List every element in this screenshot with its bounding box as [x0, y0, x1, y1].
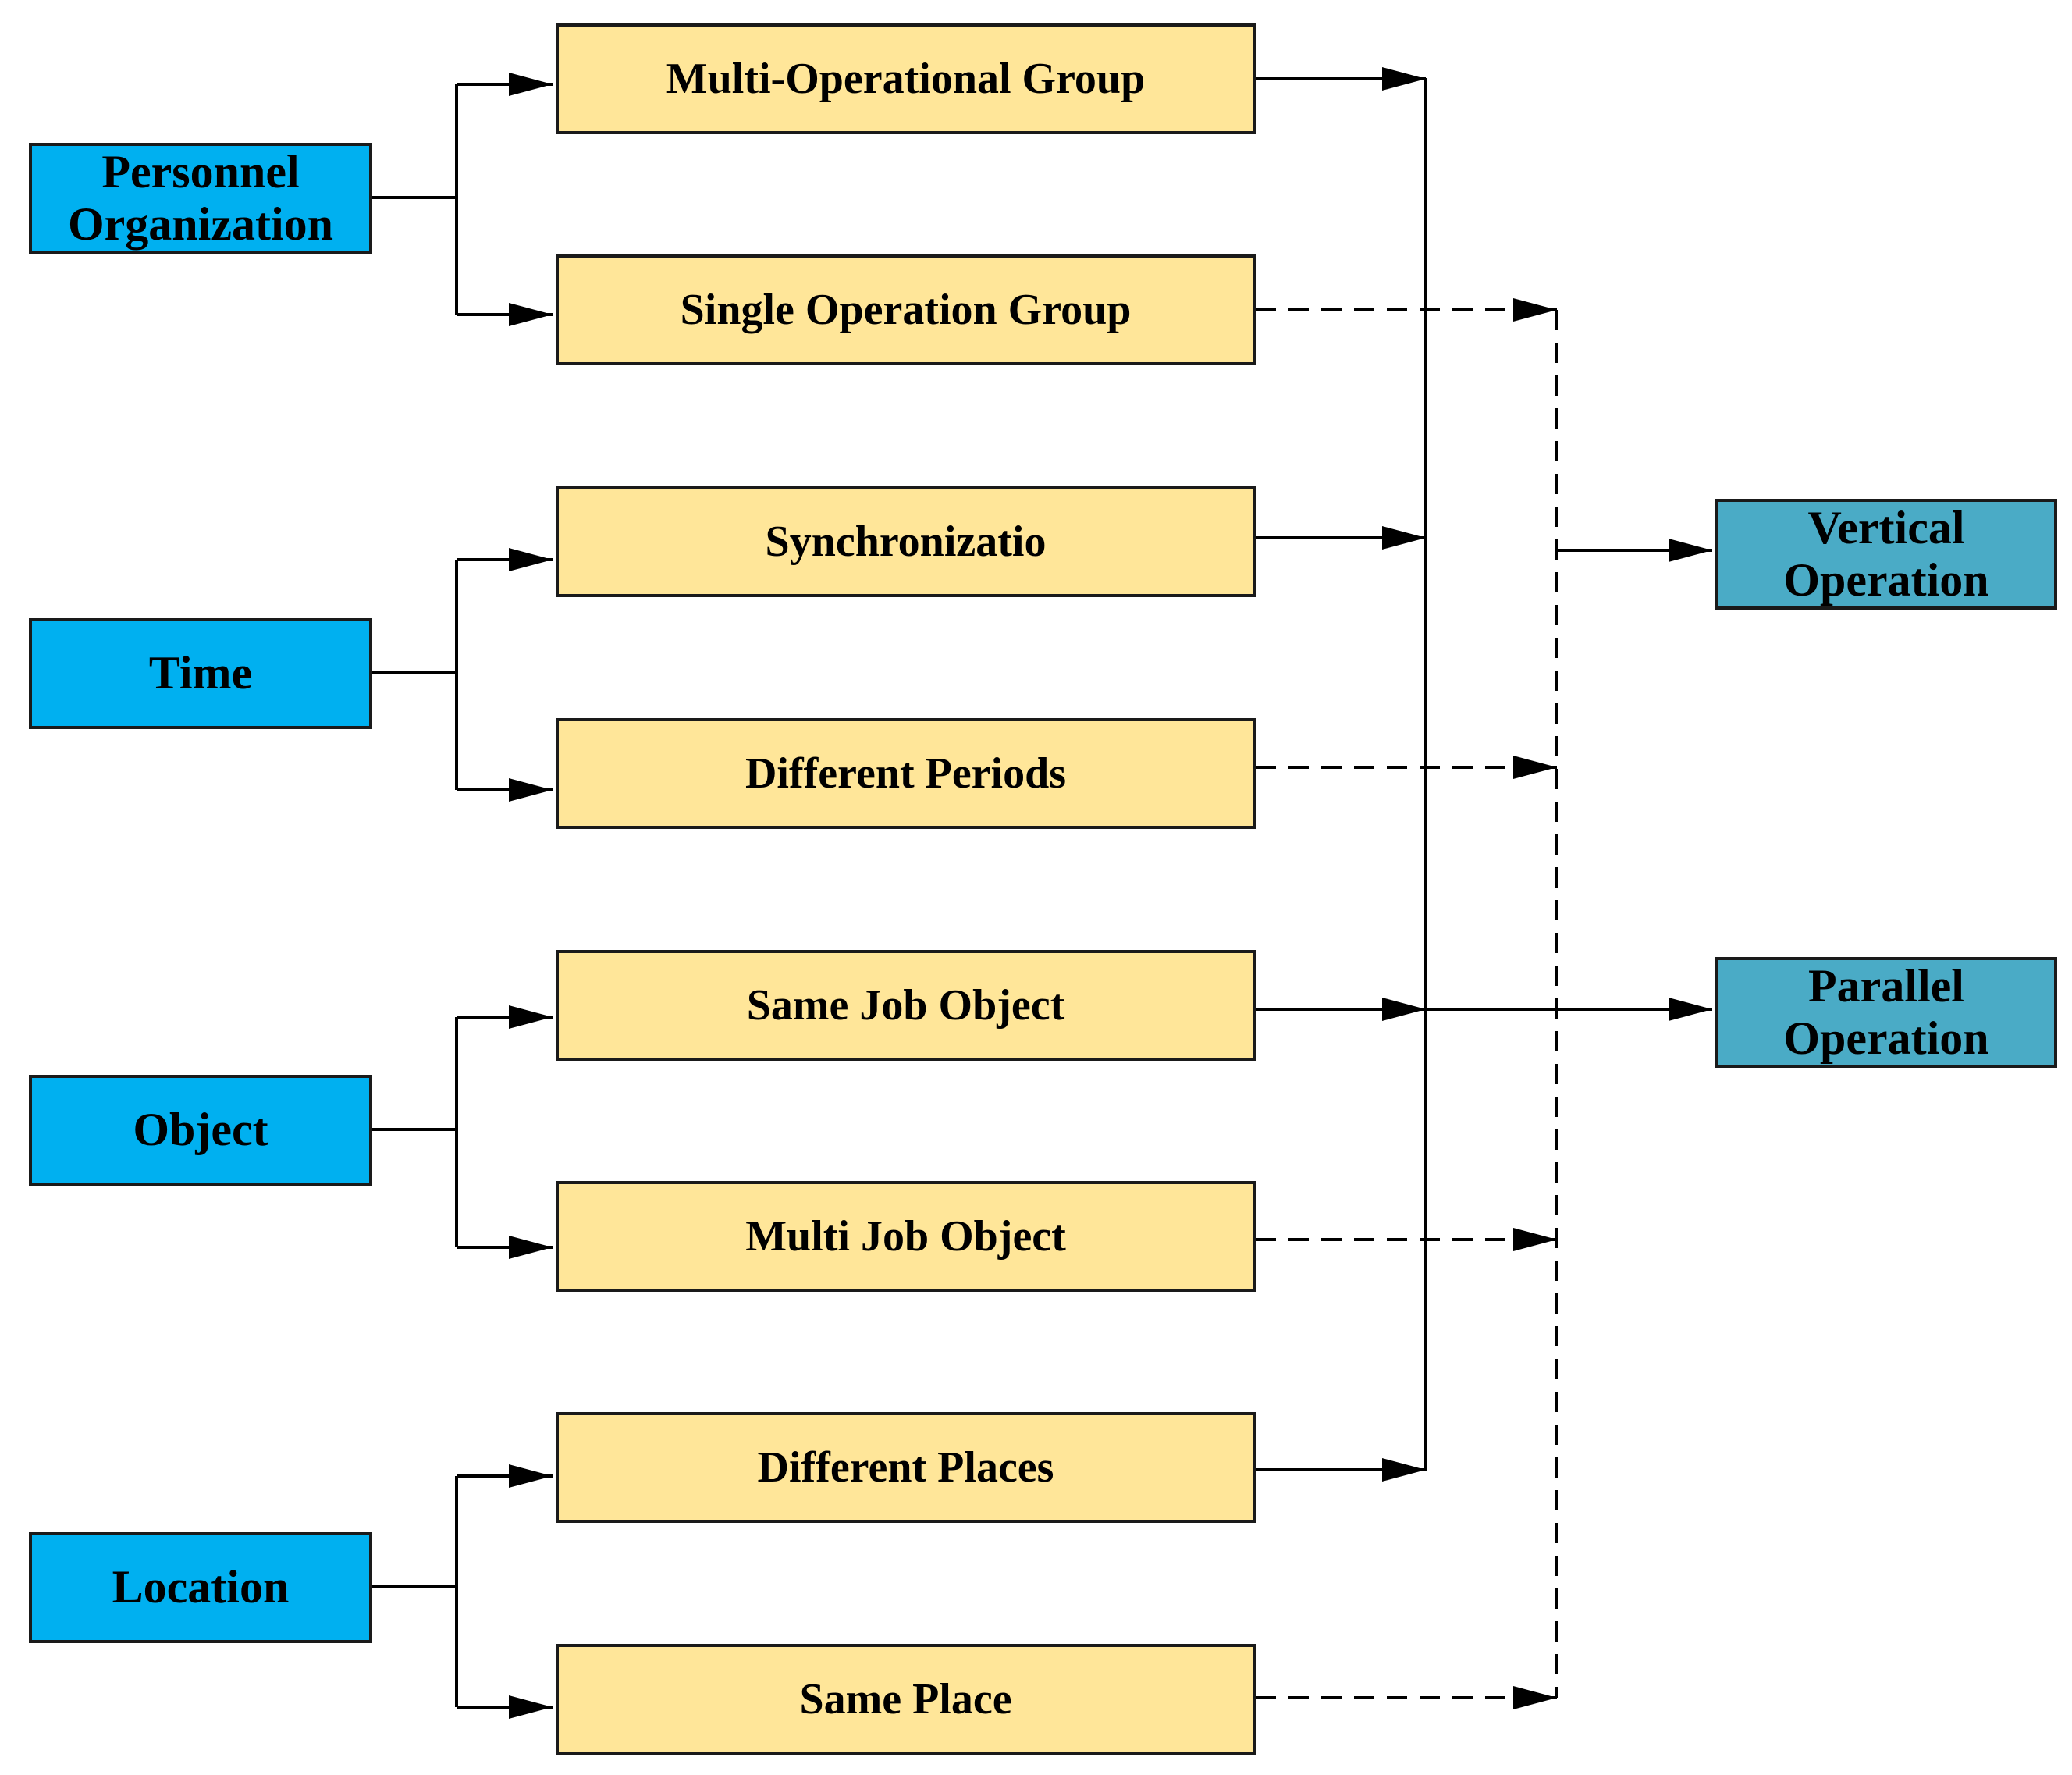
connector-personnel-organization [372, 83, 553, 316]
result-vertical-operation: Vertical Operation [1715, 499, 2057, 610]
connector-location [372, 1476, 458, 1707]
result-label-line2: Operation [1783, 554, 1989, 606]
option-label: Same Job Object [746, 980, 1065, 1030]
option-label: Synchronizatio [765, 517, 1047, 566]
category-label: Object [133, 1104, 268, 1156]
option-single-operation-group: Single Operation Group [556, 254, 1256, 365]
option-label: Multi-Operational Group [666, 54, 1146, 103]
result-label-line1: Vertical [1807, 501, 1965, 553]
category-label: Time [148, 647, 253, 699]
option-multi-job-object: Multi Job Object [556, 1181, 1256, 1292]
option-synchronizatio: Synchronizatio [556, 486, 1256, 597]
connector-time [372, 560, 458, 790]
category-time: Time [29, 618, 372, 729]
option-label: Different Places [757, 1442, 1054, 1492]
option-same-place: Same Place [556, 1644, 1256, 1755]
option-label: Single Operation Group [680, 285, 1132, 334]
category-label: Location [112, 1561, 290, 1613]
category-label-line2: Organization [68, 198, 333, 250]
option-different-periods: Different Periods [556, 718, 1256, 829]
option-label: Different Periods [745, 749, 1067, 798]
result-parallel-operation: Parallel Operation [1715, 957, 2057, 1068]
category-label-line1: Personnel [101, 145, 300, 197]
connector-object [372, 1017, 458, 1247]
category-personnel-organization: Personnel Organization [29, 143, 372, 254]
result-label-line1: Parallel [1808, 959, 1964, 1012]
category-location: Location [29, 1532, 372, 1643]
option-different-places: Different Places [556, 1412, 1256, 1523]
option-multi-operational-group: Multi-Operational Group [556, 23, 1256, 134]
result-label-line2: Operation [1783, 1012, 1989, 1064]
option-same-job-object: Same Job Object [556, 950, 1256, 1061]
option-label: Same Place [799, 1674, 1012, 1723]
category-object: Object [29, 1075, 372, 1186]
option-label: Multi Job Object [745, 1211, 1066, 1261]
